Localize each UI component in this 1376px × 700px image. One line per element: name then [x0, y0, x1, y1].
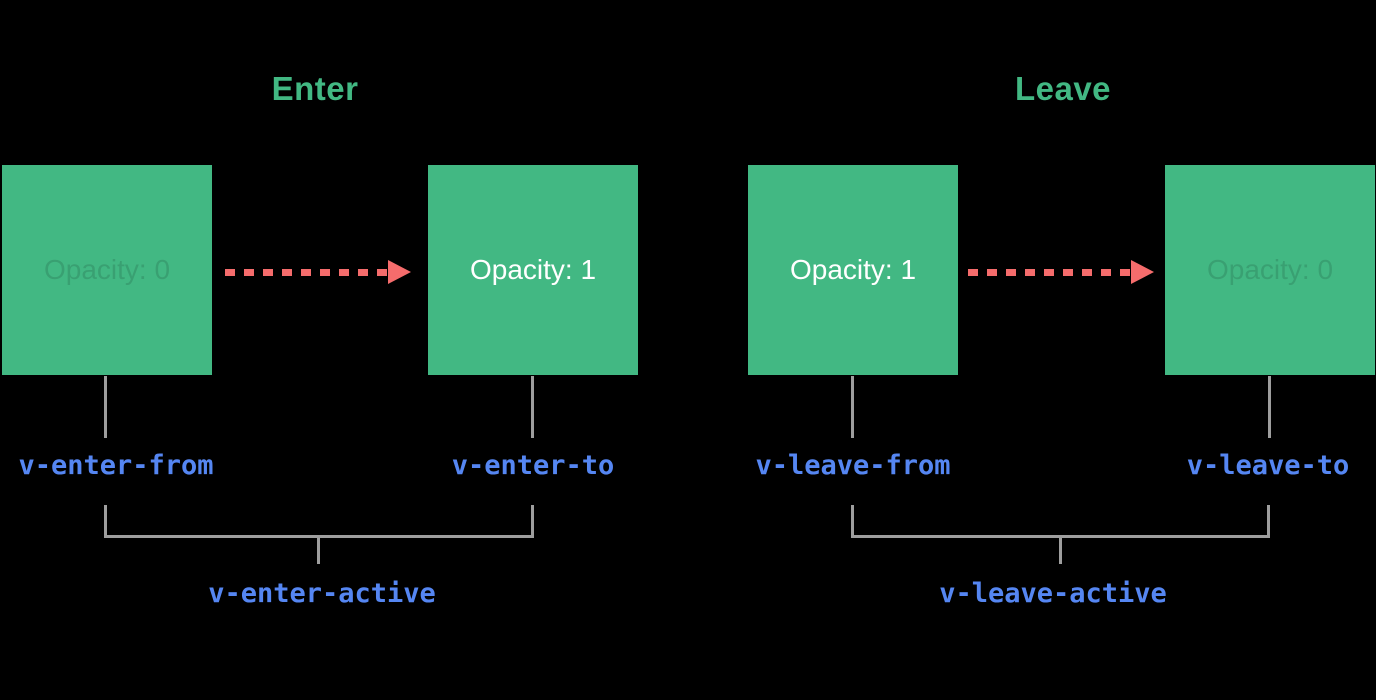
- enter-from-box: Opacity: 0: [2, 165, 212, 375]
- leave-active-class-label: v-leave-active: [939, 578, 1167, 609]
- enter-to-class-label: v-enter-to: [451, 450, 615, 481]
- enter-active-bracket-stem: [317, 538, 320, 564]
- leave-active-bracket-stem: [1059, 538, 1062, 564]
- leave-to-opacity-label: Opacity: 0: [1206, 254, 1334, 285]
- enter-to-opacity-label: Opacity: 1: [469, 254, 597, 285]
- enter-from-class-label: v-enter-from: [18, 450, 214, 481]
- leave-from-class-label: v-leave-from: [755, 450, 951, 481]
- leave-to-box: Opacity: 0: [1165, 165, 1375, 375]
- enter-to-connector-line: [531, 376, 534, 438]
- enter-active-bracket: [104, 505, 534, 538]
- enter-from-opacity-label: Opacity: 0: [43, 254, 171, 285]
- leave-from-box: Opacity: 1: [748, 165, 958, 375]
- leave-from-connector-line: [851, 376, 854, 438]
- leave-arrow-right-icon: [1131, 260, 1154, 284]
- enter-active-class-label: v-enter-active: [208, 578, 436, 609]
- enter-from-connector-line: [104, 376, 107, 438]
- enter-arrow-right-icon: [388, 260, 411, 284]
- leave-to-connector-line: [1268, 376, 1271, 438]
- leave-active-bracket: [851, 505, 1270, 538]
- enter-phase-title: Enter: [271, 70, 359, 107]
- leave-phase-title: Leave: [1014, 70, 1112, 107]
- leave-to-class-label: v-leave-to: [1186, 450, 1350, 481]
- leave-from-opacity-label: Opacity: 1: [789, 254, 917, 285]
- leave-transition-arrow-dashes: [968, 269, 1130, 276]
- enter-transition-arrow-dashes: [225, 269, 387, 276]
- enter-to-box: Opacity: 1: [428, 165, 638, 375]
